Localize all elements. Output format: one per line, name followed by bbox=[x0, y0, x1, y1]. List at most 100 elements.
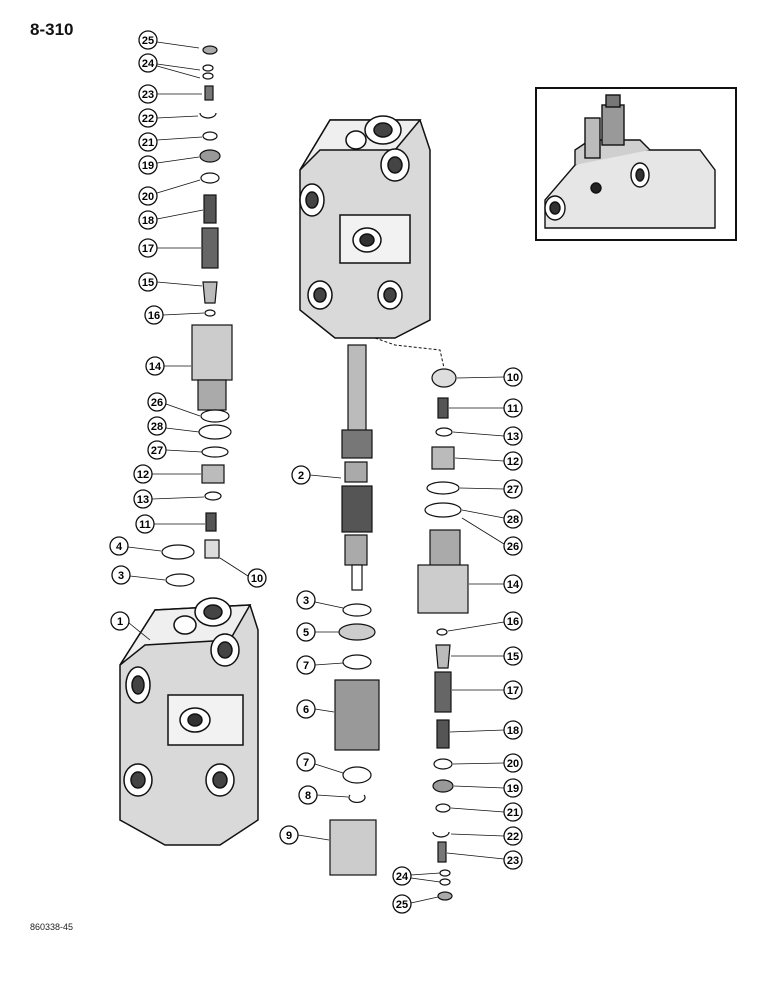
callout-14: 14 bbox=[469, 574, 523, 594]
callout-label: 8 bbox=[305, 790, 311, 802]
callout-label: 26 bbox=[151, 397, 163, 409]
callout-3: 3 bbox=[296, 590, 344, 610]
callout-13: 13 bbox=[133, 489, 205, 509]
callout-2: 2 bbox=[291, 465, 342, 485]
callout-24: 24 bbox=[392, 866, 441, 886]
callout-label: 6 bbox=[303, 704, 309, 716]
callout-23: 23 bbox=[138, 84, 202, 104]
callout-label: 22 bbox=[142, 113, 154, 125]
callouts-center: 2 3 5 7 6 7 8 9 bbox=[279, 465, 349, 845]
callout-5: 5 bbox=[296, 622, 339, 642]
callout-label: 15 bbox=[142, 277, 154, 289]
callout-label: 21 bbox=[142, 137, 154, 149]
callout-10: 10 bbox=[219, 557, 267, 588]
callout-21: 21 bbox=[138, 132, 203, 152]
callout-label: 20 bbox=[142, 191, 154, 203]
callout-6: 6 bbox=[296, 699, 335, 719]
callout-15: 15 bbox=[451, 646, 523, 666]
callout-label: 18 bbox=[507, 725, 519, 737]
callout-label: 27 bbox=[151, 445, 163, 457]
callout-16: 16 bbox=[144, 305, 205, 325]
callout-15: 15 bbox=[138, 272, 203, 292]
callout-label: 22 bbox=[507, 831, 519, 843]
callout-label: 9 bbox=[286, 830, 292, 842]
callout-4: 4 bbox=[109, 536, 162, 556]
callout-label: 13 bbox=[137, 494, 149, 506]
callout-label: 7 bbox=[303, 660, 309, 672]
callout-26: 26 bbox=[461, 517, 523, 556]
callout-21: 21 bbox=[450, 802, 523, 822]
callout-label: 25 bbox=[396, 899, 408, 911]
callout-label: 11 bbox=[507, 403, 519, 415]
callout-1: 1 bbox=[110, 611, 151, 641]
callout-label: 3 bbox=[303, 595, 309, 607]
callout-24: 24 bbox=[138, 53, 201, 79]
callout-label: 10 bbox=[507, 372, 519, 384]
callout-25: 25 bbox=[392, 894, 439, 914]
center-spool-parts bbox=[329, 344, 380, 876]
callout-label: 2 bbox=[298, 470, 304, 482]
callout-label: 21 bbox=[507, 807, 519, 819]
callout-11: 11 bbox=[135, 514, 205, 534]
bottom-valve-housing bbox=[119, 597, 259, 846]
callout-label: 24 bbox=[142, 58, 155, 70]
callout-14: 14 bbox=[145, 356, 191, 376]
callouts-right: 10 11 13 12 27 28 26 14 16 15 17 18 20 1… bbox=[392, 367, 523, 914]
callout-label: 23 bbox=[142, 89, 154, 101]
callout-label: 12 bbox=[507, 456, 519, 468]
callout-22: 22 bbox=[138, 108, 199, 128]
page-number: 8-310 bbox=[30, 20, 74, 39]
document-code: 860338-45 bbox=[30, 922, 74, 932]
callout-18: 18 bbox=[138, 209, 204, 230]
callout-9: 9 bbox=[279, 825, 330, 845]
callout-label: 1 bbox=[117, 616, 123, 628]
callout-28: 28 bbox=[461, 509, 523, 529]
callout-25: 25 bbox=[138, 30, 200, 50]
callout-label: 28 bbox=[151, 421, 163, 433]
callout-label: 10 bbox=[251, 573, 263, 585]
callout-label: 13 bbox=[507, 431, 519, 443]
callout-label: 4 bbox=[116, 541, 123, 553]
callout-label: 19 bbox=[142, 160, 154, 172]
callout-7: 7 bbox=[296, 655, 344, 675]
callout-label: 26 bbox=[507, 541, 519, 553]
callout-label: 23 bbox=[507, 855, 519, 867]
callout-8: 8 bbox=[298, 785, 349, 805]
callout-22: 22 bbox=[450, 826, 523, 846]
callout-23: 23 bbox=[446, 850, 523, 870]
callout-17: 17 bbox=[452, 680, 523, 700]
callout-label: 14 bbox=[507, 579, 520, 591]
callout-label: 7 bbox=[303, 757, 309, 769]
callout-label: 5 bbox=[303, 627, 309, 639]
callout-label: 25 bbox=[142, 35, 154, 47]
callout-label: 20 bbox=[507, 758, 519, 770]
callout-20: 20 bbox=[452, 753, 523, 773]
callout-label: 18 bbox=[142, 215, 154, 227]
callout-label: 16 bbox=[507, 616, 519, 628]
callout-12: 12 bbox=[454, 451, 523, 471]
callout-label: 17 bbox=[507, 685, 519, 697]
right-parts-stack bbox=[417, 368, 469, 901]
callout-7: 7 bbox=[296, 752, 344, 774]
callout-17: 17 bbox=[138, 238, 201, 258]
callout-18: 18 bbox=[449, 720, 523, 740]
callout-label: 11 bbox=[139, 519, 151, 531]
callout-12: 12 bbox=[133, 464, 201, 484]
callout-20: 20 bbox=[138, 179, 201, 206]
callout-label: 16 bbox=[148, 310, 160, 322]
callout-label: 14 bbox=[149, 361, 162, 373]
inset-view bbox=[535, 87, 737, 241]
callout-11: 11 bbox=[449, 398, 523, 418]
callout-label: 17 bbox=[142, 243, 154, 255]
callout-label: 27 bbox=[507, 484, 519, 496]
callout-16: 16 bbox=[447, 611, 523, 632]
callout-27: 27 bbox=[459, 479, 523, 499]
callouts-left: 25 24 23 22 21 19 20 18 17 15 16 14 26 2… bbox=[109, 30, 267, 641]
callout-26: 26 bbox=[147, 392, 201, 417]
top-valve-housing bbox=[299, 115, 445, 369]
callout-label: 3 bbox=[118, 570, 124, 582]
callout-label: 24 bbox=[396, 871, 409, 883]
callout-3: 3 bbox=[111, 565, 166, 585]
left-parts-stack bbox=[161, 45, 233, 587]
